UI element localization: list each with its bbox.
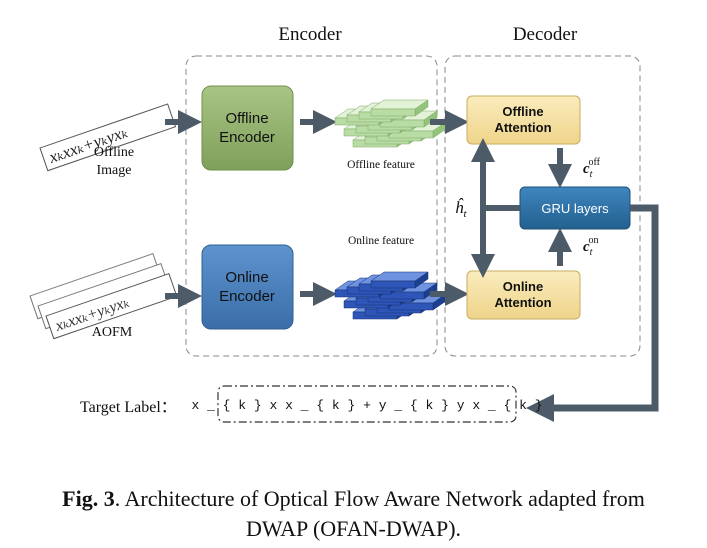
ct-off-label: ctoff	[583, 157, 601, 180]
ct-on-label: cton	[583, 235, 598, 258]
ct-on-superscript: on	[588, 235, 598, 246]
target-label-prefix: Target Label：	[80, 399, 177, 416]
ct-on-base: c	[583, 239, 590, 255]
online-attention-label-2: Attention	[494, 295, 551, 310]
offline-encoder-block	[201, 85, 294, 171]
offline-attention-block	[466, 95, 581, 145]
target-label-box	[217, 385, 517, 423]
caption-fig-label: Fig. 3	[62, 486, 115, 511]
online-feature-blocks	[334, 271, 447, 320]
offline-image: xₖxxₖ+yₖyxₖ	[39, 103, 177, 172]
target-label-value: x _ { k } x x _ { k } + y _ { k } y x _ …	[191, 398, 542, 413]
encoder-region	[185, 55, 438, 357]
offline-encoder-label-1: Offline	[225, 110, 268, 127]
online-feature-label: Online feature	[348, 235, 414, 247]
online-attention-label-1: Online	[503, 279, 543, 294]
feature-bar-front	[370, 280, 416, 289]
aofm-stack: xₖxxₖ+yₖyxₖ	[29, 253, 178, 340]
online-attention-block	[466, 270, 581, 320]
decoder-title: Decoder	[513, 24, 578, 45]
ct-off-base: c	[583, 161, 590, 177]
feature-bar-front	[370, 108, 416, 117]
offline-encoder-label-2: Encoder	[219, 129, 275, 146]
caption-text-1: . Architecture of Optical Flow Aware Net…	[114, 486, 645, 511]
offline-attention-label-2: Attention	[494, 120, 551, 135]
aofm-front-card	[45, 273, 178, 340]
ht-subscript: t	[464, 208, 468, 220]
offline-image-label-1: Offline	[94, 145, 134, 160]
offline-attention-label-1: Offline	[502, 104, 543, 119]
offline-feature-blocks	[334, 99, 447, 148]
caption-line-1: Fig. 3. Architecture of Optical Flow Awa…	[0, 484, 707, 514]
ct-off-superscript: off	[588, 157, 600, 168]
ht-symbol: ĥ	[455, 198, 464, 217]
offline-feature-label: Offline feature	[347, 159, 415, 171]
ct-off-subscript: t	[590, 169, 593, 180]
ct-on-subscript: t	[590, 247, 593, 258]
online-encoder-block	[201, 244, 294, 330]
figure-caption: Fig. 3. Architecture of Optical Flow Awa…	[0, 484, 707, 544]
offline-image-label-2: Image	[97, 163, 132, 178]
gru-layers-label: GRU layers	[541, 201, 609, 216]
caption-line-2: DWAP (OFAN-DWAP).	[245, 516, 462, 541]
online-encoder-label-2: Encoder	[219, 288, 275, 305]
offline-image-card	[39, 103, 177, 172]
aofm-label: AOFM	[92, 325, 133, 340]
online-encoder-label-1: Online	[225, 269, 268, 286]
ht-label: ĥt	[455, 198, 468, 220]
gru-output-path	[526, 204, 659, 422]
encoder-title: Encoder	[278, 24, 342, 45]
